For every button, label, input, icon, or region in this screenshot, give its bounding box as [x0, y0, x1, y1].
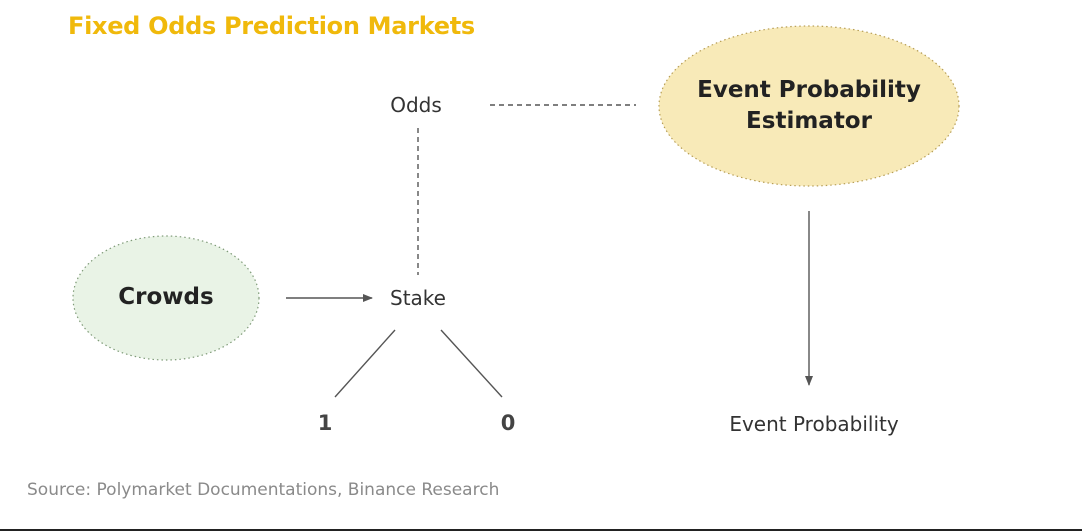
- event-probability-label: Event Probability: [729, 412, 899, 436]
- estimator-node-label: Event Probability Estimator: [659, 75, 959, 137]
- stake-to-outcome-1-branch: [334, 329, 396, 398]
- odds-label: Odds: [390, 93, 442, 117]
- bottom-divider: [0, 529, 1082, 531]
- outcome-0-label: 0: [500, 411, 516, 435]
- diagram-title: Fixed Odds Prediction Markets: [68, 12, 475, 40]
- estimator-label-line1: Event Probability: [697, 77, 921, 103]
- stake-label: Stake: [390, 286, 446, 310]
- stake-to-outcome-0-branch: [440, 329, 503, 398]
- crowds-node-shape: [72, 235, 260, 361]
- source-caption: Source: Polymarket Documentations, Binan…: [27, 480, 500, 500]
- estimator-node-shape: [658, 25, 960, 187]
- crowds-node-label: Crowds: [118, 284, 214, 310]
- estimator-label-line2: Estimator: [746, 108, 872, 134]
- outcome-1-label: 1: [317, 411, 333, 435]
